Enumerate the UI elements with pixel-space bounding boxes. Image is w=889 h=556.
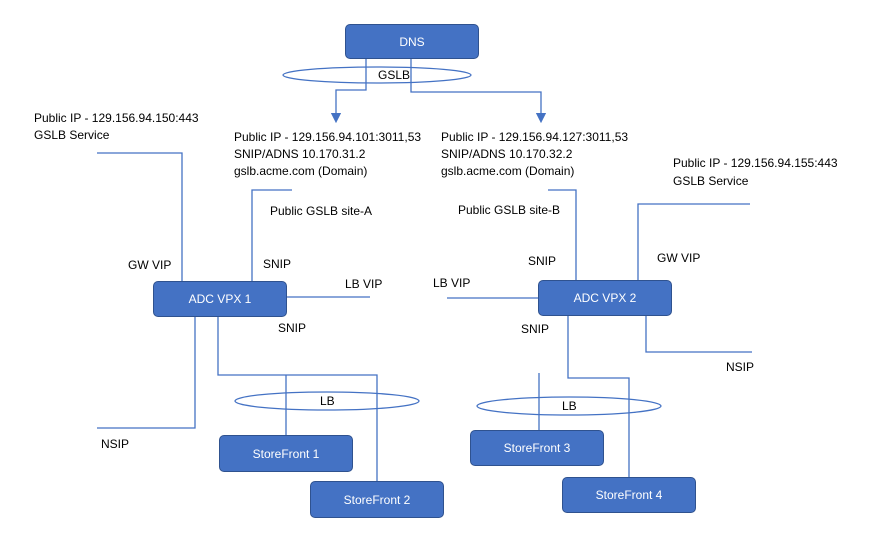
dns-to-site-a-arrow bbox=[330, 58, 367, 124]
lb-ring-label-b: LB bbox=[562, 399, 577, 413]
adc1-nsip-label: NSIP bbox=[101, 437, 130, 451]
storefront-4-label: StoreFront 4 bbox=[595, 488, 663, 502]
adc-vpx-1-node[interactable]: ADC VPX 1 bbox=[153, 281, 287, 317]
adc2-nsip-line bbox=[645, 316, 752, 353]
adc1-snip-bottom-label: SNIP bbox=[278, 321, 307, 335]
adc-vpx-2-node[interactable]: ADC VPX 2 bbox=[538, 280, 672, 316]
site-a-ip-label: Public IP - 129.156.94.101:3011,53 bbox=[234, 130, 422, 144]
adc2-gw-vip-line bbox=[637, 203, 750, 281]
storefront-3-label: StoreFront 3 bbox=[503, 441, 571, 455]
adc1-nsip-line bbox=[97, 316, 196, 429]
site-a-snip-label: SNIP/ADNS 10.170.31.2 bbox=[234, 147, 366, 161]
storefront-4-node[interactable]: StoreFront 4 bbox=[562, 477, 696, 513]
site-b-domain-label: gslb.acme.com (Domain) bbox=[441, 164, 575, 178]
site-b-snip-label: SNIP/ADNS 10.170.32.2 bbox=[441, 147, 573, 161]
lb-ring-site-b bbox=[476, 396, 662, 416]
gslb-ring-label: GSLB bbox=[378, 68, 411, 82]
adc2-snip-line bbox=[567, 316, 630, 478]
adc2-snip-bottom-label: SNIP bbox=[521, 322, 550, 336]
adc1-site-a-line bbox=[251, 189, 292, 283]
site-b-name-label: Public GSLB site-B bbox=[458, 203, 561, 217]
lb-ring-site-a bbox=[234, 391, 420, 411]
dns-label: DNS bbox=[399, 34, 425, 49]
site-a-name-label: Public GSLB site-A bbox=[270, 204, 373, 218]
storefront-2-node[interactable]: StoreFront 2 bbox=[310, 481, 444, 518]
right-service-ip-label: Public IP - 129.156.94.155:443 bbox=[673, 156, 838, 170]
lb-ring-label-a: LB bbox=[320, 394, 335, 408]
storefront-3-node[interactable]: StoreFront 3 bbox=[470, 430, 604, 466]
adc1-snip-line bbox=[217, 316, 378, 482]
adc1-snip-top-label: SNIP bbox=[263, 257, 292, 271]
site-a-domain-label: gslb.acme.com (Domain) bbox=[234, 164, 368, 178]
adc1-gw-vip-label: GW VIP bbox=[128, 258, 172, 272]
storefront-1-node[interactable]: StoreFront 1 bbox=[219, 435, 353, 472]
adc1-lb-vip-label: LB VIP bbox=[345, 277, 383, 291]
dns-node[interactable]: DNS bbox=[345, 24, 479, 59]
adc-vpx-2-label: ADC VPX 2 bbox=[573, 291, 637, 305]
left-service-name-label: GSLB Service bbox=[34, 128, 110, 142]
site-b-ip-label: Public IP - 129.156.94.127:3011,53 bbox=[441, 130, 629, 144]
adc1-gw-vip-line bbox=[97, 152, 183, 283]
adc2-site-b-line bbox=[548, 189, 577, 281]
adc2-lb-vip-label: LB VIP bbox=[433, 276, 471, 290]
adc2-snip-top-label: SNIP bbox=[528, 254, 557, 268]
right-service-name-label: GSLB Service bbox=[673, 174, 749, 188]
dns-to-site-b-arrow bbox=[410, 58, 547, 124]
storefront-1-label: StoreFront 1 bbox=[252, 446, 320, 461]
left-service-ip-label: Public IP - 129.156.94.150:443 bbox=[34, 111, 199, 125]
adc2-nsip-label: NSIP bbox=[726, 360, 755, 374]
gslb-ring bbox=[282, 66, 472, 84]
adc-vpx-1-label: ADC VPX 1 bbox=[188, 292, 252, 306]
storefront-2-label: StoreFront 2 bbox=[343, 492, 411, 507]
adc2-gw-vip-label: GW VIP bbox=[657, 251, 701, 265]
